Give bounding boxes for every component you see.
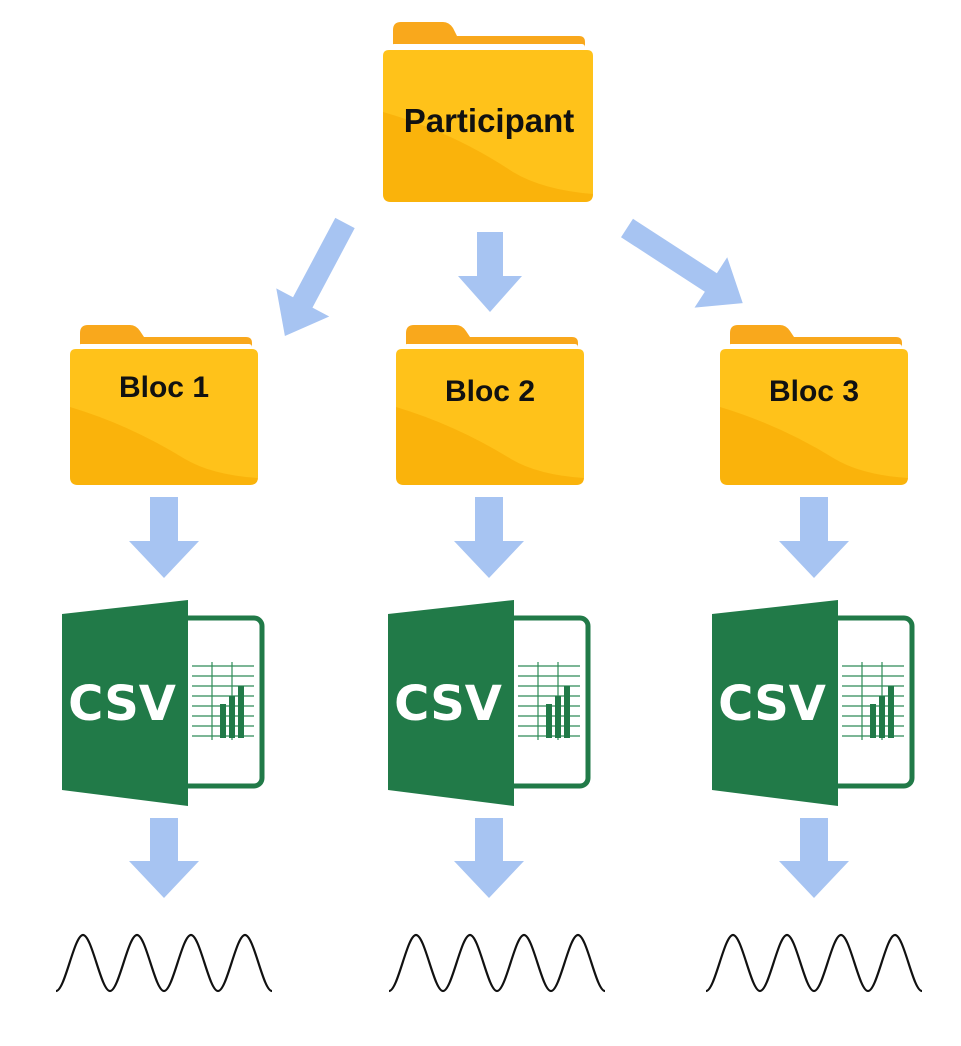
bloc-label: Bloc 1 <box>119 371 209 404</box>
folder-icon <box>720 325 908 485</box>
bloc-3-signal <box>705 933 923 993</box>
arrow-root-to-bloc-1 <box>276 217 355 337</box>
csv-label: CSV <box>718 676 826 732</box>
arrow-csv-1-to-signal <box>129 818 199 898</box>
bloc-1-signal <box>55 933 273 993</box>
bloc-1-folder: Bloc 1 <box>70 325 258 485</box>
arrow-csv-2-to-signal <box>454 818 524 898</box>
bloc-2-folder: Bloc 2 <box>396 325 584 485</box>
bloc-column-2: Bloc 2 CSV <box>388 325 606 993</box>
arrow-root-to-bloc-3 <box>621 218 743 308</box>
arrow-bloc-3-to-csv <box>779 497 849 578</box>
participant-folder: Participant <box>383 22 593 202</box>
csv-file-icon <box>62 600 265 806</box>
bloc-column-1: Bloc 1 CSV <box>55 325 273 993</box>
arrow-bloc-2-to-csv <box>454 497 524 578</box>
arrow-bloc-1-to-csv <box>129 497 199 578</box>
bloc-2-csv-file: CSV <box>388 600 591 806</box>
csv-file-icon <box>388 600 591 806</box>
folder-icon <box>383 22 593 202</box>
arrow-root-to-bloc-2 <box>458 232 522 312</box>
bloc-3-csv-file: CSV <box>712 600 915 806</box>
bloc-column-3: Bloc 3 CSV <box>705 325 923 993</box>
csv-label: CSV <box>68 676 176 732</box>
folder-icon <box>396 325 584 485</box>
participant-label: Participant <box>404 102 575 139</box>
csv-file-icon <box>712 600 915 806</box>
arrow-csv-3-to-signal <box>779 818 849 898</box>
folder-icon <box>70 325 258 485</box>
sine-wave-icon <box>388 933 606 993</box>
bloc-1-csv-file: CSV <box>62 600 265 806</box>
bloc-2-signal <box>388 933 606 993</box>
bloc-label: Bloc 2 <box>445 375 535 408</box>
sine-wave-icon <box>705 933 923 993</box>
bloc-label: Bloc 3 <box>769 375 859 408</box>
sine-wave-icon <box>55 933 273 993</box>
csv-label: CSV <box>394 676 502 732</box>
bloc-3-folder: Bloc 3 <box>720 325 908 485</box>
